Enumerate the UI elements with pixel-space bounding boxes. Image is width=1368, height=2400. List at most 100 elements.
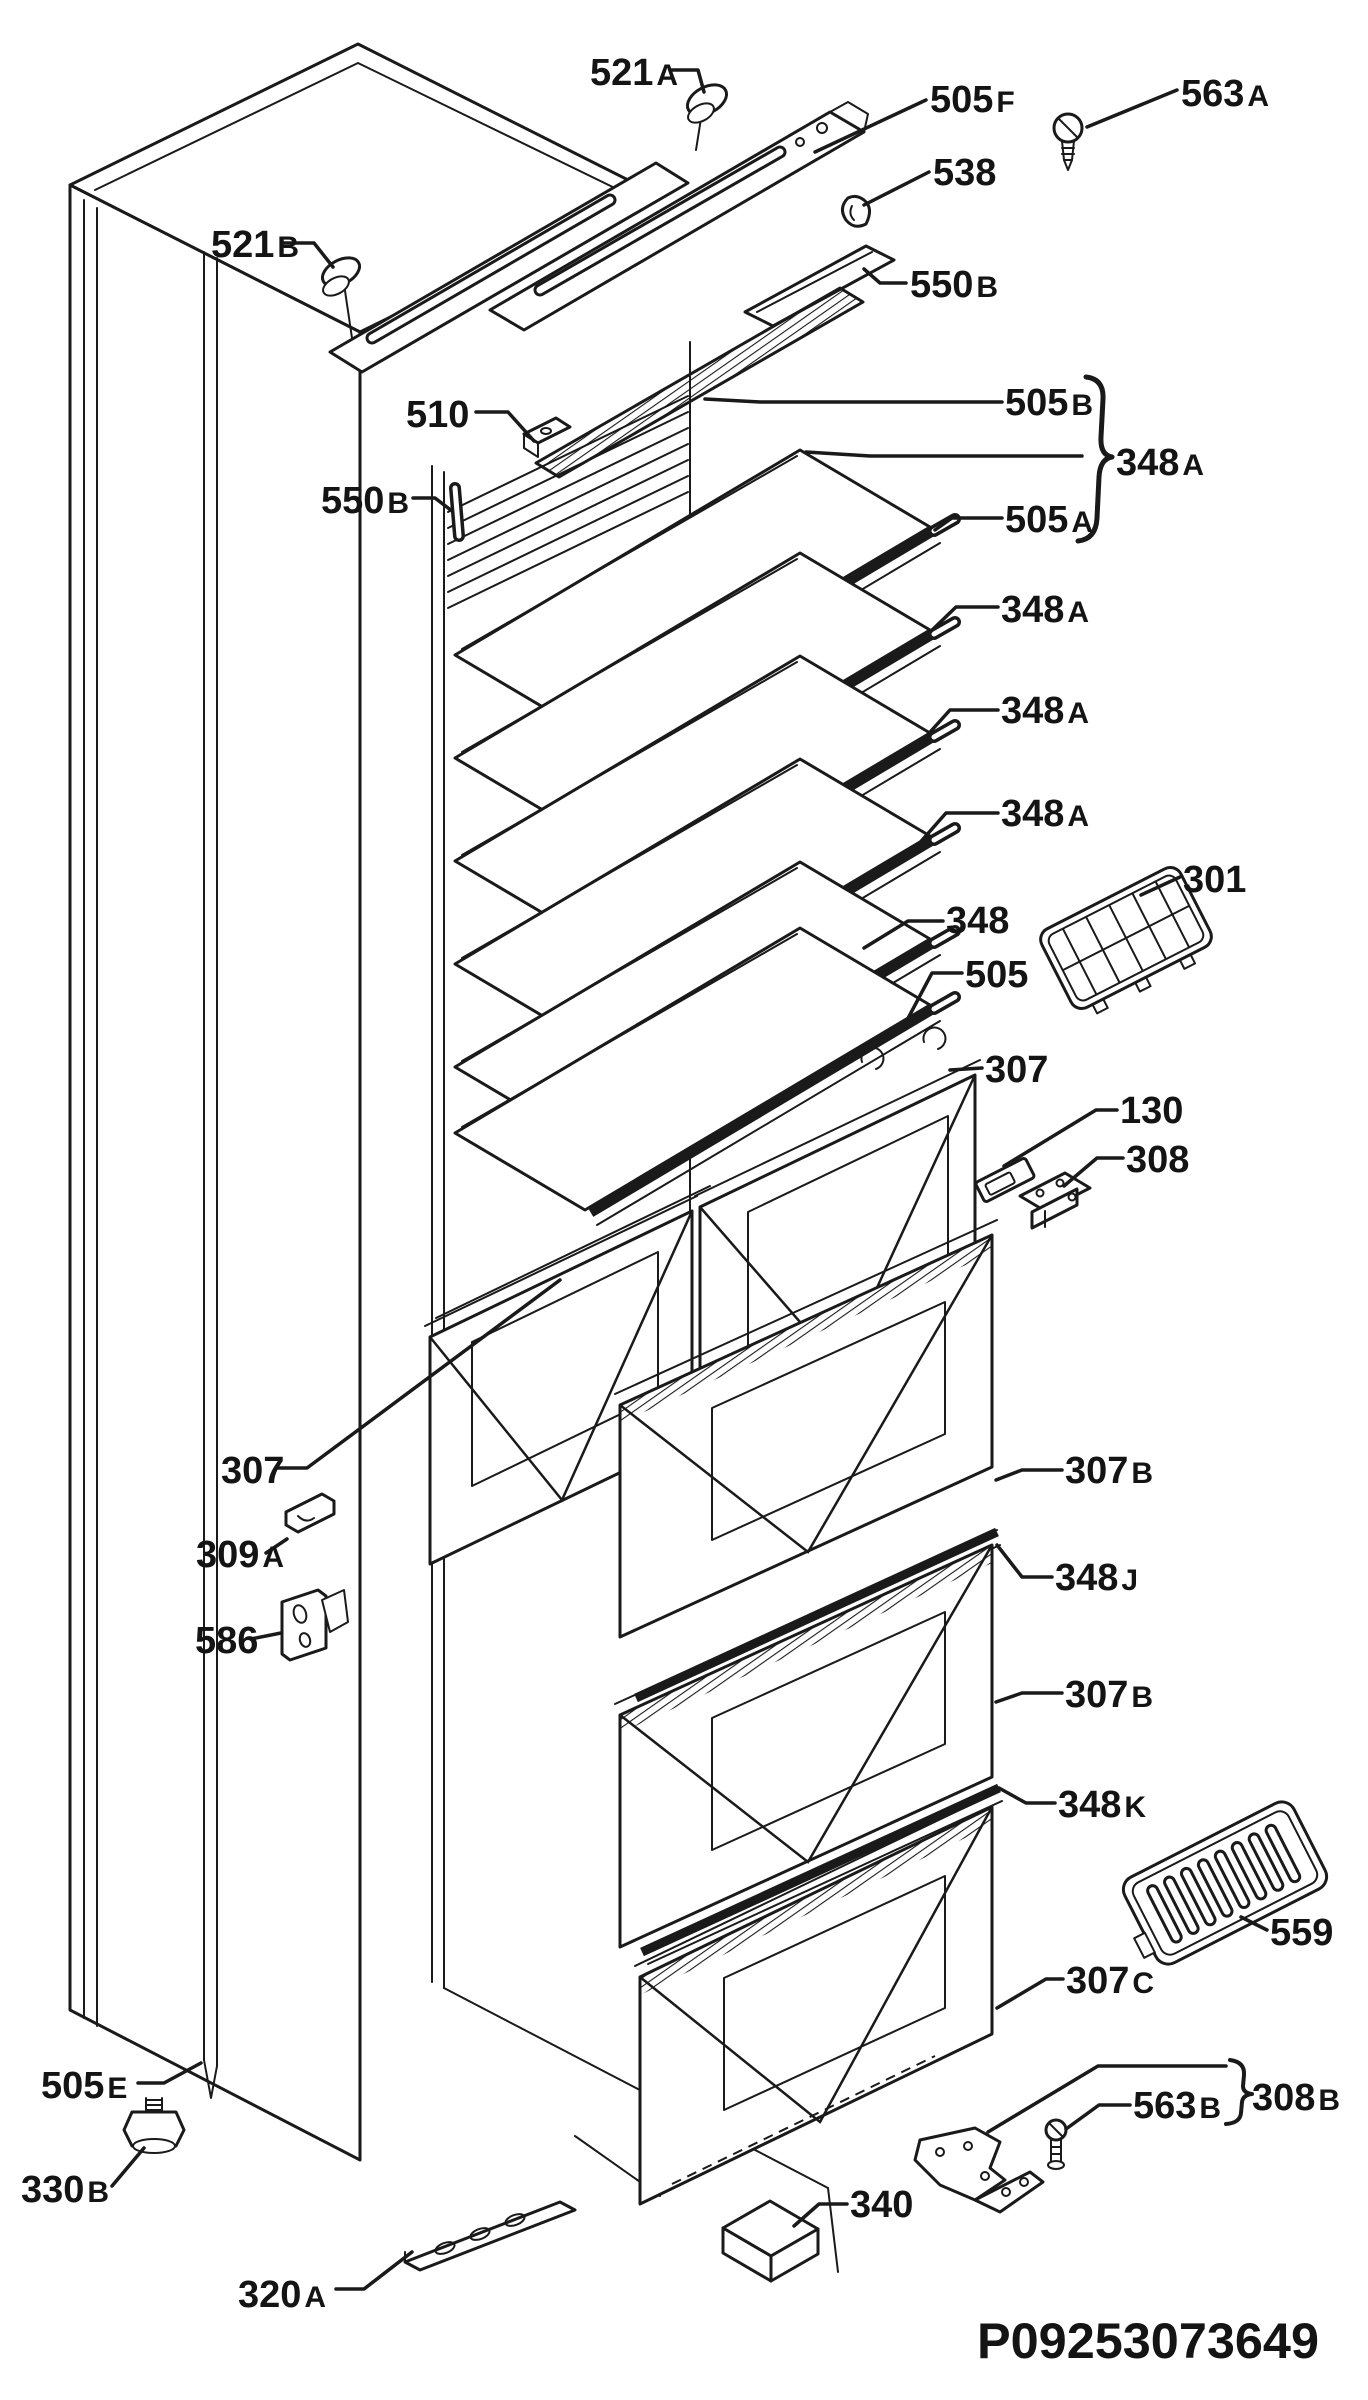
trim-550B-left	[449, 482, 465, 542]
top-rail-rear	[328, 161, 690, 374]
leader-line-348A-4	[915, 811, 1000, 848]
part-label-308: 308	[1126, 1139, 1189, 1181]
part-label-301: 301	[1183, 859, 1246, 901]
leader-line-505B	[703, 397, 1004, 404]
leader-line-505	[903, 971, 964, 1026]
cap-521A	[685, 83, 729, 151]
leader-line-301	[1139, 875, 1182, 897]
part-label-559: 559	[1270, 1912, 1333, 1954]
plate-586	[280, 1588, 349, 1662]
part-label-307-left: 307	[221, 1450, 284, 1492]
leader-line-521B	[280, 241, 335, 269]
hinge-assembly-308B	[913, 2126, 1045, 2214]
part-label-586: 586	[195, 1620, 258, 1662]
leader-line-510	[474, 410, 536, 443]
leader-line-348A-group	[804, 450, 1084, 458]
drawer-307B-2	[614, 1529, 998, 1949]
part-label-130: 130	[1120, 1090, 1183, 1132]
clip-538	[841, 194, 871, 228]
leader-lines	[110, 68, 1269, 2291]
screw-563B	[1044, 2118, 1068, 2170]
leader-line-330B	[110, 2146, 146, 2188]
leader-line-307-left	[275, 1278, 562, 1470]
leader-line-348A-2	[925, 605, 1000, 637]
leader-line-309A	[264, 1537, 289, 1555]
shelf-stack	[453, 448, 961, 1226]
shelf-rail-505B	[534, 286, 865, 479]
leader-line-348	[862, 919, 945, 950]
top-rail-front-505F	[488, 101, 869, 332]
leader-line-505E	[136, 2061, 203, 2085]
glass-panel-550B	[743, 244, 896, 328]
part-130	[974, 1157, 1036, 1203]
bottom-rail-320A	[403, 2200, 577, 2272]
leader-line-348J	[995, 1543, 1054, 1579]
leader-line-563A	[1085, 88, 1179, 129]
trim-348K	[640, 1783, 1003, 1965]
leader-line-538	[862, 170, 931, 207]
part-label-505: 505	[965, 954, 1028, 996]
door-gasket-strip	[203, 251, 218, 2099]
part-label-510: 510	[406, 394, 469, 436]
leader-line-320A	[334, 2250, 414, 2291]
leader-line-563B	[1064, 2103, 1132, 2131]
ice-cube-tray	[1039, 866, 1213, 1015]
diagram-part-number: P09253073649	[977, 2313, 1319, 2369]
leader-line-505F	[813, 98, 928, 154]
leader-line-308B	[986, 2064, 1228, 2134]
leader-line-348K	[997, 1786, 1057, 1805]
spacer-block-340	[721, 2199, 820, 2283]
leader-line-307B-2	[994, 1691, 1064, 1704]
brace-308B	[1224, 2058, 1254, 2126]
part-label-348: 348	[946, 900, 1009, 942]
leader-line-550B-left	[411, 496, 454, 513]
bracket-308	[1018, 1171, 1092, 1230]
leader-line-308	[1062, 1156, 1125, 1188]
brace-348A-group	[1075, 374, 1115, 544]
clip-309A	[284, 1492, 336, 1534]
drawer-307B-1	[614, 1219, 998, 1639]
leader-line-307-top	[948, 1066, 984, 1072]
screw-563A	[1052, 112, 1084, 171]
part-label-340: 340	[850, 2184, 913, 2226]
drawer-307C	[634, 1791, 998, 2206]
leader-line-550B-top	[862, 267, 908, 285]
leader-line-307B-1	[994, 1468, 1064, 1482]
leader-line-559	[1239, 1915, 1269, 1932]
leader-line-348A-3	[920, 708, 1000, 743]
leader-line-586	[249, 1631, 283, 1641]
leader-line-307C	[995, 1977, 1065, 2010]
leader-line-340	[792, 2202, 849, 2228]
part-label-538: 538	[933, 152, 996, 194]
leveling-foot-330B	[122, 2097, 186, 2154]
leader-line-521A	[670, 68, 706, 94]
leader-line-505A	[933, 516, 1004, 532]
leader-line-130	[1002, 1108, 1119, 1168]
